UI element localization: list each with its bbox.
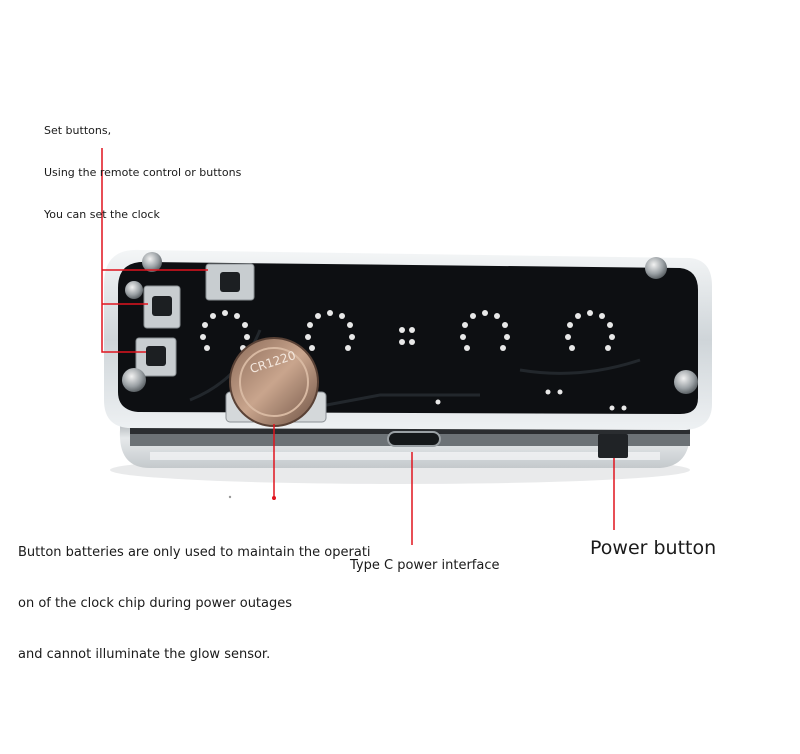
usb-c-port: [387, 431, 441, 447]
power-button-annotation: Power button: [590, 537, 717, 559]
annotation-line: Set buttons,: [44, 124, 112, 137]
power-switch: [598, 434, 628, 458]
set-buttons-annotation: Set buttons, Using the remote control or…: [44, 96, 241, 236]
annotation-line: Using the remote control or buttons: [44, 166, 242, 179]
annotation-line: on of the clock chip during power outage…: [18, 596, 293, 611]
annotation-line: Button batteries are only used to mainta…: [18, 545, 371, 560]
annotation-line: and cannot illuminate the glow sensor.: [18, 647, 271, 662]
battery-annotation: Button batteries are only used to mainta…: [18, 510, 371, 680]
set-buttons-group: [135, 263, 255, 377]
screws: [122, 252, 698, 394]
annotation-line: You can set the clock: [44, 208, 160, 221]
leader-lines: [101, 148, 615, 545]
type-c-annotation: Type C power interface: [350, 558, 500, 573]
